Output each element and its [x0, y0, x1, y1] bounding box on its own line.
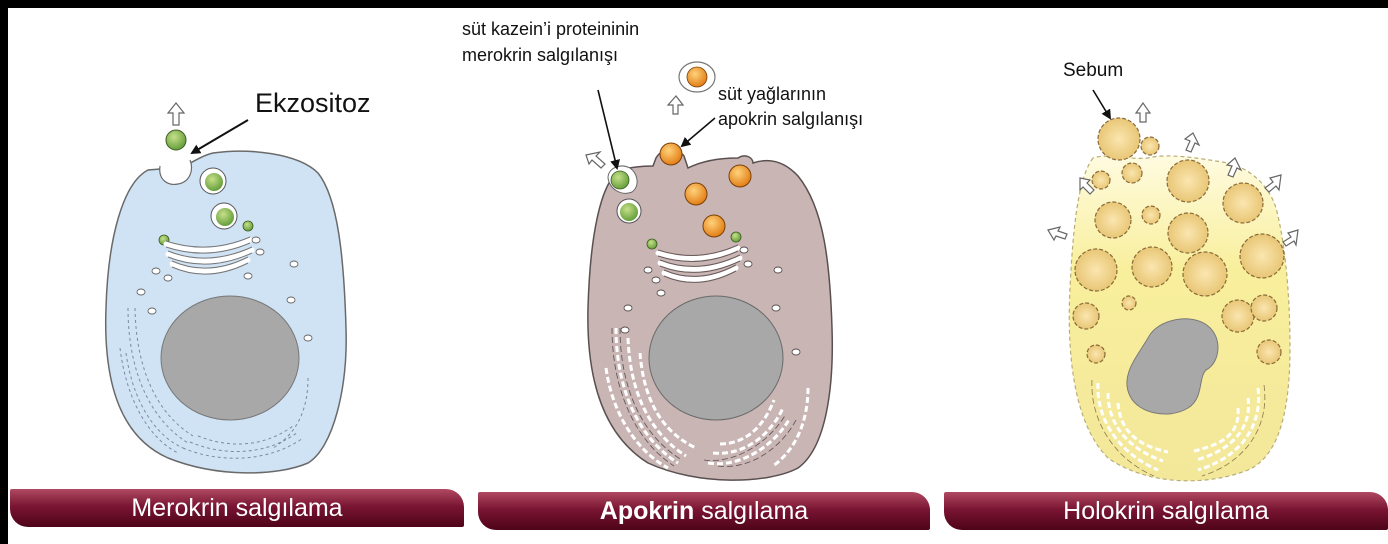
apokrin-banner-label: Apokrin salgılama: [478, 492, 930, 530]
casein-callout-line-2: merokrin salgılanışı: [462, 42, 639, 68]
secretion-diagram: [8, 8, 1388, 544]
merokrin-banner-label: Merokrin salgılama: [10, 489, 464, 527]
release-arrow-icon: [168, 103, 184, 125]
fat-callout-line-2: apokrin salgılanışı: [718, 107, 863, 132]
sebum-label: Sebum: [1063, 60, 1123, 82]
merokrin-cell: [106, 103, 346, 473]
apokrin-banner-rest: salgılama: [694, 497, 808, 525]
holokrin-cell: [1048, 103, 1298, 481]
fat-callout-line-1: süt yağlarının: [718, 82, 863, 107]
casein-callout-label: süt kazein’i proteininin merokrin salgıl…: [462, 16, 639, 68]
fat-callout-label: süt yağlarının apokrin salgılanışı: [718, 82, 863, 132]
holokrin-banner-label: Holokrin salgılama: [944, 492, 1388, 530]
casein-callout-line-1: süt kazein’i proteininin: [462, 16, 639, 42]
ekzositoz-label: Ekzositoz: [255, 88, 371, 119]
apokrin-banner-bold: Apokrin: [600, 497, 694, 525]
figure: Ekzositoz süt kazein’i proteininin merok…: [8, 8, 1388, 544]
